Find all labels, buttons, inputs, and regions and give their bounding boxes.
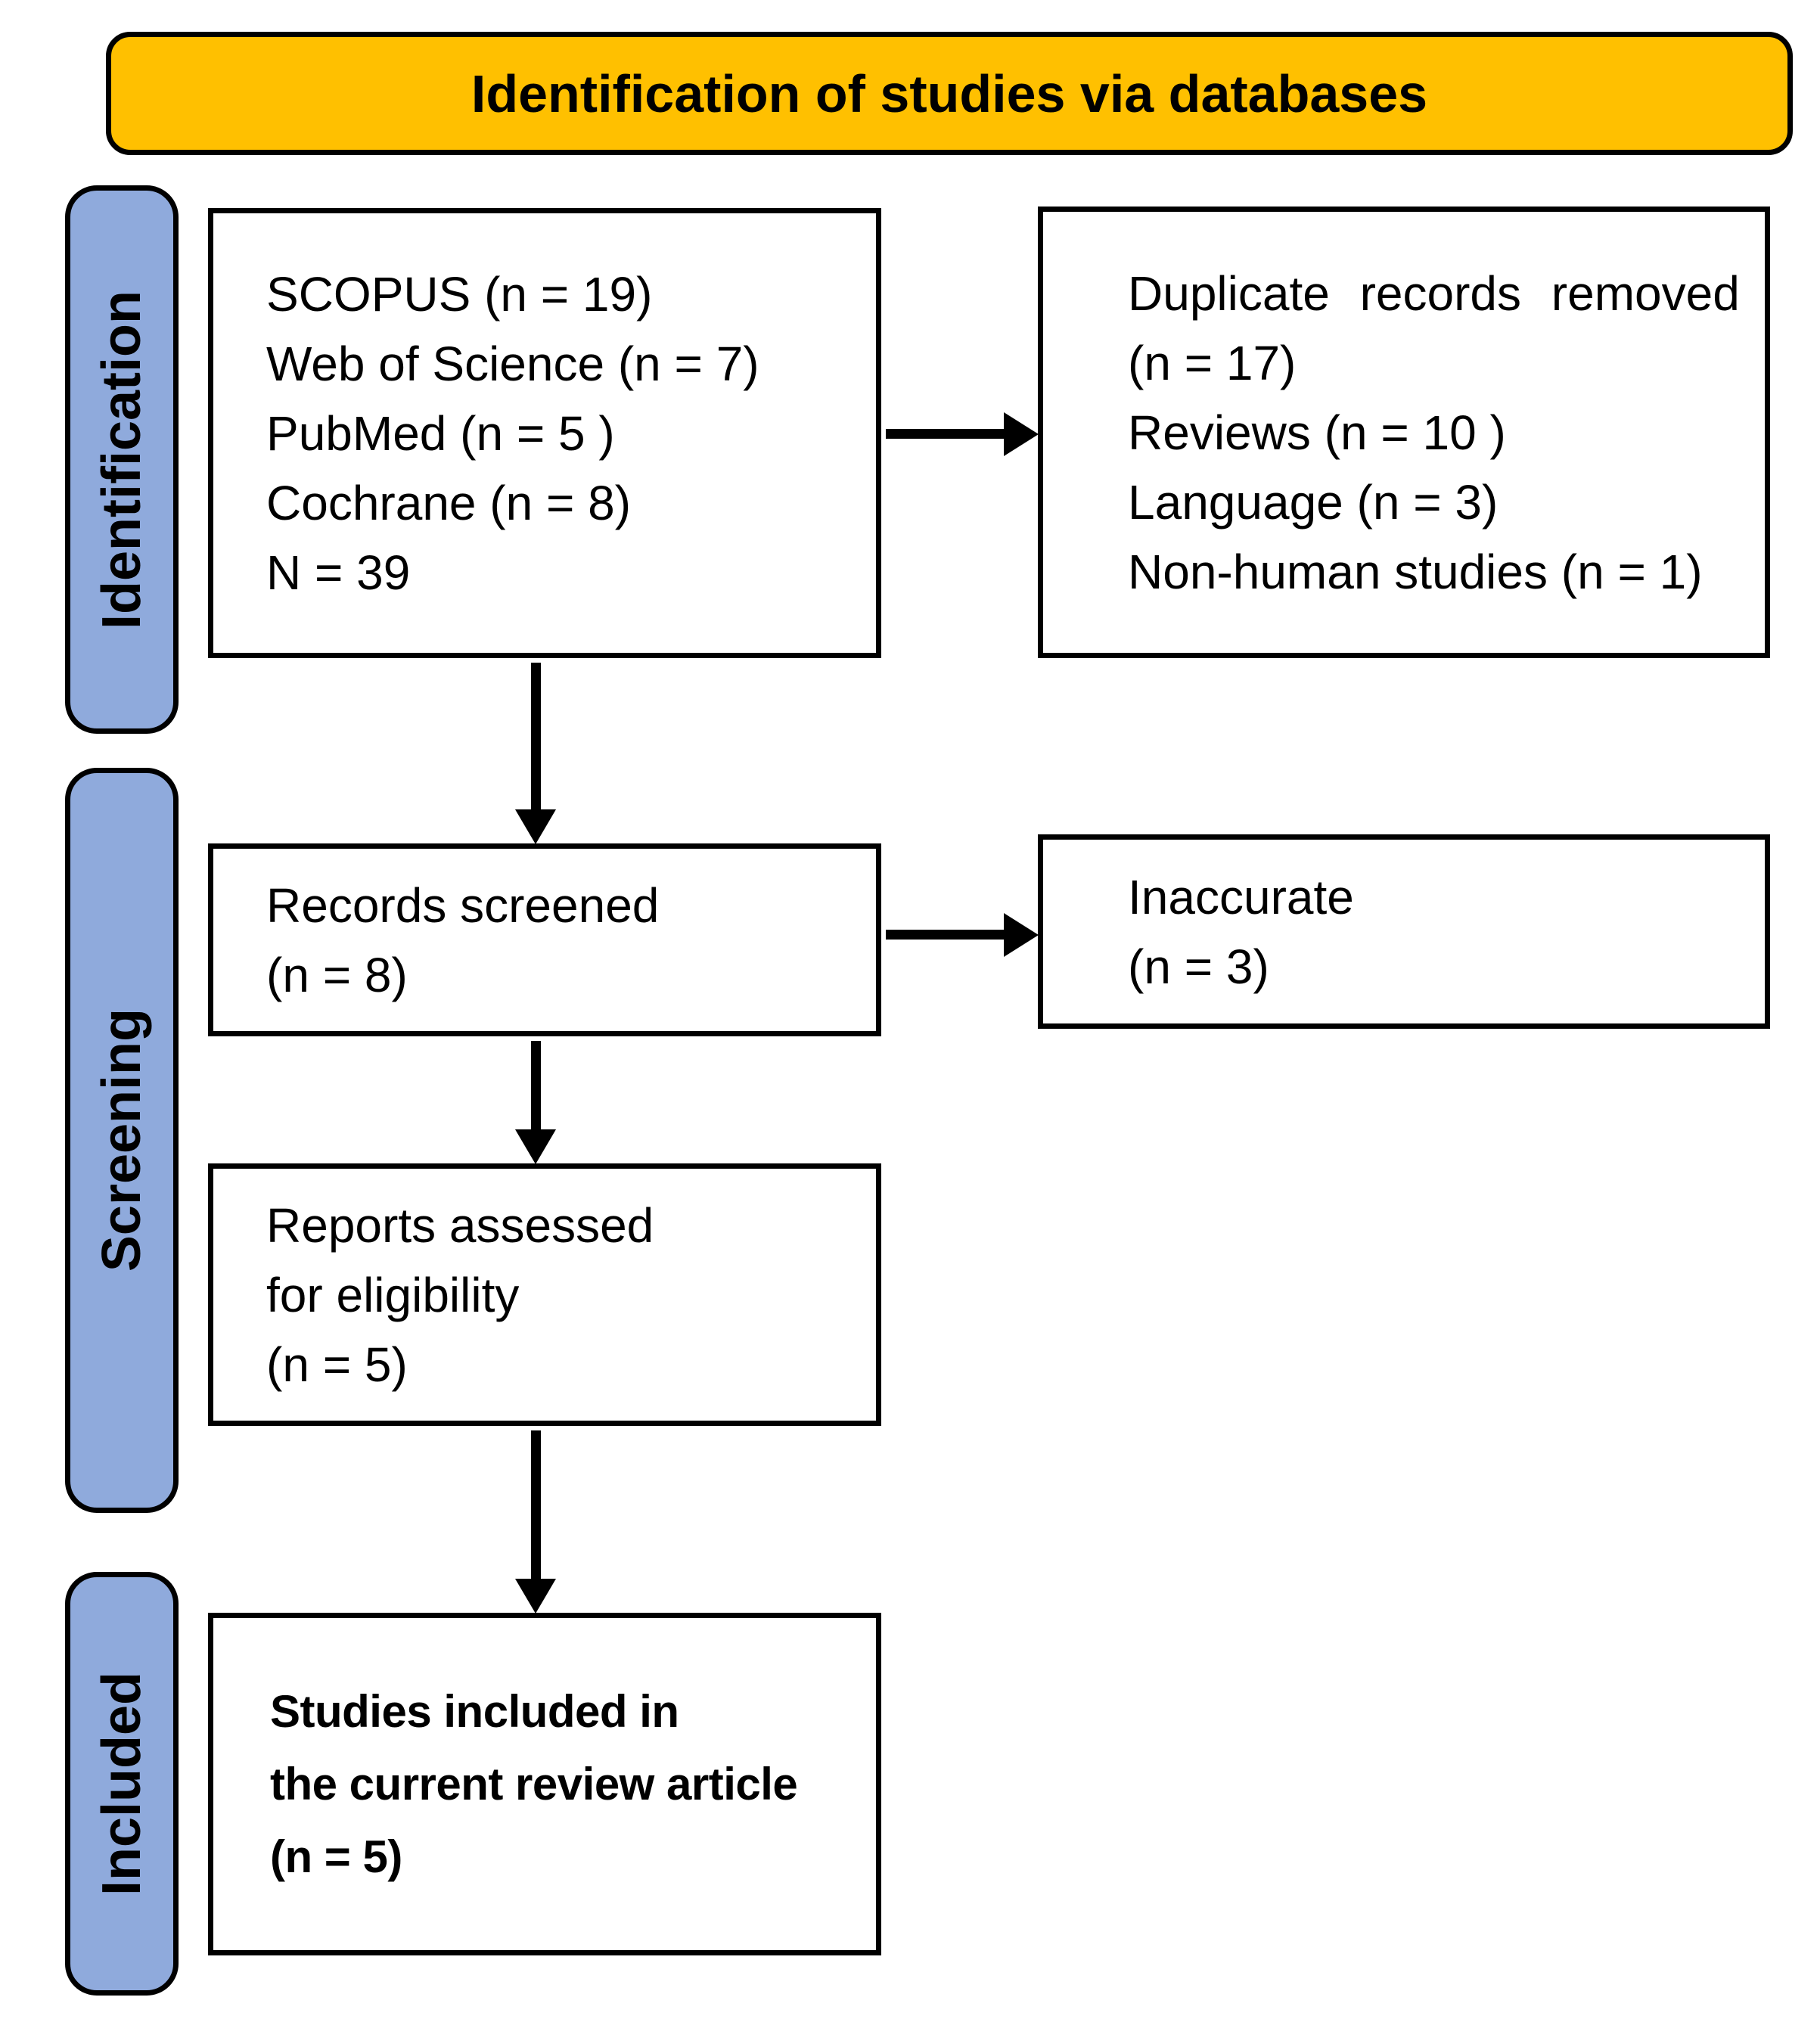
diagram-title-banner: Identification of studies via databases <box>106 32 1793 155</box>
removed-language: Language (n = 3) <box>1128 474 1499 530</box>
arrow-databases-to-removed <box>886 429 1007 439</box>
database-web-of-science: Web of Science (n = 7) <box>266 336 759 391</box>
removed-non-human: Non-human studies (n = 1) <box>1128 544 1703 599</box>
stage-label-identification: Identification <box>92 290 152 629</box>
arrowhead-down-icon <box>515 809 556 844</box>
assessed-label-line1: Reports assessed <box>266 1197 654 1253</box>
arrow-assessed-to-included <box>531 1430 541 1580</box>
box-records-removed: Duplicate records removed (n = 17) Revie… <box>1038 207 1770 658</box>
screened-label: Records screened <box>266 877 660 933</box>
included-label-line1: Studies included in <box>270 1685 679 1737</box>
database-total: N = 39 <box>266 545 411 600</box>
arrowhead-down-icon <box>515 1129 556 1164</box>
stage-label-included: Included <box>92 1671 152 1896</box>
arrowhead-down-icon <box>515 1579 556 1614</box>
box-inaccurate-excluded: Inaccurate (n = 3) <box>1038 834 1770 1029</box>
diagram-title: Identification of studies via databases <box>471 64 1428 123</box>
removed-duplicates: Duplicate records removed <box>1128 266 1740 321</box>
arrowhead-right-icon <box>1004 913 1039 957</box>
box-records-screened: Records screened (n = 8) <box>208 843 881 1036</box>
stage-tab-included: Included <box>65 1572 179 1996</box>
database-pubmed: PubMed (n = 5 ) <box>266 405 615 461</box>
arrowhead-right-icon <box>1004 412 1039 456</box>
assessed-count: (n = 5) <box>266 1337 408 1392</box>
inaccurate-count: (n = 3) <box>1128 939 1269 994</box>
database-scopus: SCOPUS (n = 19) <box>266 266 653 321</box>
arrow-databases-to-screened <box>531 663 541 812</box>
stage-tab-identification: Identification <box>65 185 179 734</box>
screened-count: (n = 8) <box>266 947 408 1002</box>
stage-label-screening: Screening <box>92 1008 152 1272</box>
included-label-line2: the current review article <box>270 1758 798 1809</box>
removed-reviews: Reviews (n = 10 ) <box>1128 405 1506 460</box>
included-count: (n = 5) <box>270 1831 402 1882</box>
box-studies-included: Studies included in the current review a… <box>208 1613 881 1955</box>
removed-duplicates-count: (n = 17) <box>1128 335 1297 390</box>
database-cochrane: Cochrane (n = 8) <box>266 475 632 530</box>
stage-tab-screening: Screening <box>65 768 179 1513</box>
box-reports-assessed: Reports assessed for eligibility (n = 5) <box>208 1163 881 1426</box>
box-database-records: SCOPUS (n = 19) Web of Science (n = 7) P… <box>208 208 881 658</box>
inaccurate-label: Inaccurate <box>1128 869 1354 924</box>
arrow-screened-to-assessed <box>531 1041 541 1132</box>
assessed-label-line2: for eligibility <box>266 1267 520 1322</box>
arrow-screened-to-inaccurate <box>886 930 1007 940</box>
